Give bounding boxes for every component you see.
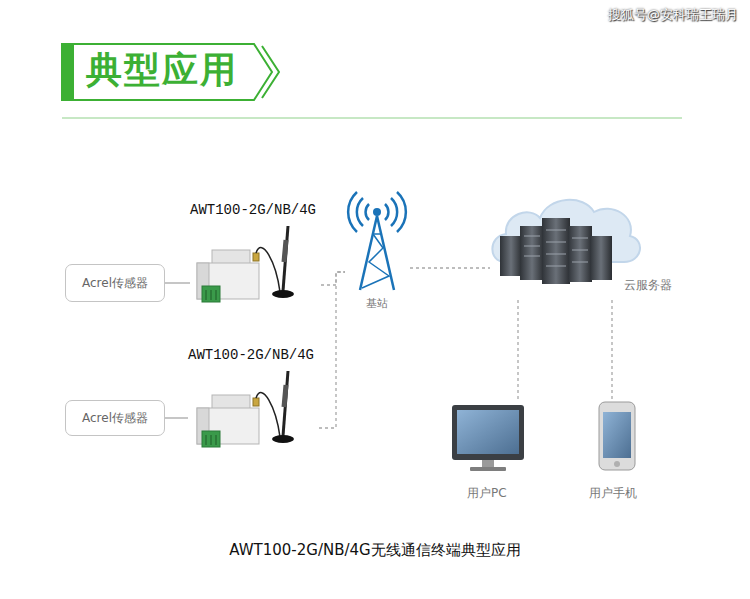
banner-bar xyxy=(62,44,74,101)
title: 典型应用 xyxy=(86,46,238,95)
server-racks xyxy=(500,218,612,284)
base-station: 基站 xyxy=(345,192,410,314)
banner-chevron xyxy=(262,46,279,98)
connector-line xyxy=(321,272,345,285)
pc-monitor xyxy=(452,405,524,471)
node-label: 基站 xyxy=(366,296,388,311)
terminal-device: AWT100-2G/NB/4G xyxy=(190,199,321,305)
user-pc: 用户PC xyxy=(445,402,535,502)
connector-line xyxy=(319,272,345,428)
cloud-server: 云服务器 xyxy=(490,192,680,300)
user-phone: 用户手机 xyxy=(585,402,650,502)
connector-line xyxy=(165,417,188,418)
connector-line xyxy=(165,282,190,283)
node-label: 用户PC xyxy=(467,485,507,502)
node-label: 用户手机 xyxy=(589,485,637,502)
watermark: 搜狐号@安科瑞王瑞月 xyxy=(608,6,738,24)
connector-line xyxy=(517,300,518,402)
node-label: AWT100-2G/NB/4G xyxy=(190,202,316,218)
title-banner xyxy=(62,44,272,100)
terminal-device xyxy=(197,371,294,447)
connector-line xyxy=(410,267,490,268)
node-label: Acrel传感器 xyxy=(82,275,148,292)
sensor-box: Acrel传感器 xyxy=(65,264,165,302)
terminal-device xyxy=(197,226,294,302)
divider-line xyxy=(62,118,682,119)
mobile-phone xyxy=(599,402,635,470)
tower-top xyxy=(373,208,381,216)
sensor-box: Acrel传感器 xyxy=(65,400,165,436)
node-label: Acrel传感器 xyxy=(82,410,148,427)
node-label: AWT100-2G/NB/4G xyxy=(188,347,314,363)
connector-line xyxy=(611,300,612,402)
caption: AWT100-2G/NB/4G无线通信终端典型应用 xyxy=(0,541,750,560)
node-label: 云服务器 xyxy=(624,277,672,294)
base-station-tower xyxy=(348,192,406,290)
terminal-device: AWT100-2G/NB/4G xyxy=(188,344,319,450)
